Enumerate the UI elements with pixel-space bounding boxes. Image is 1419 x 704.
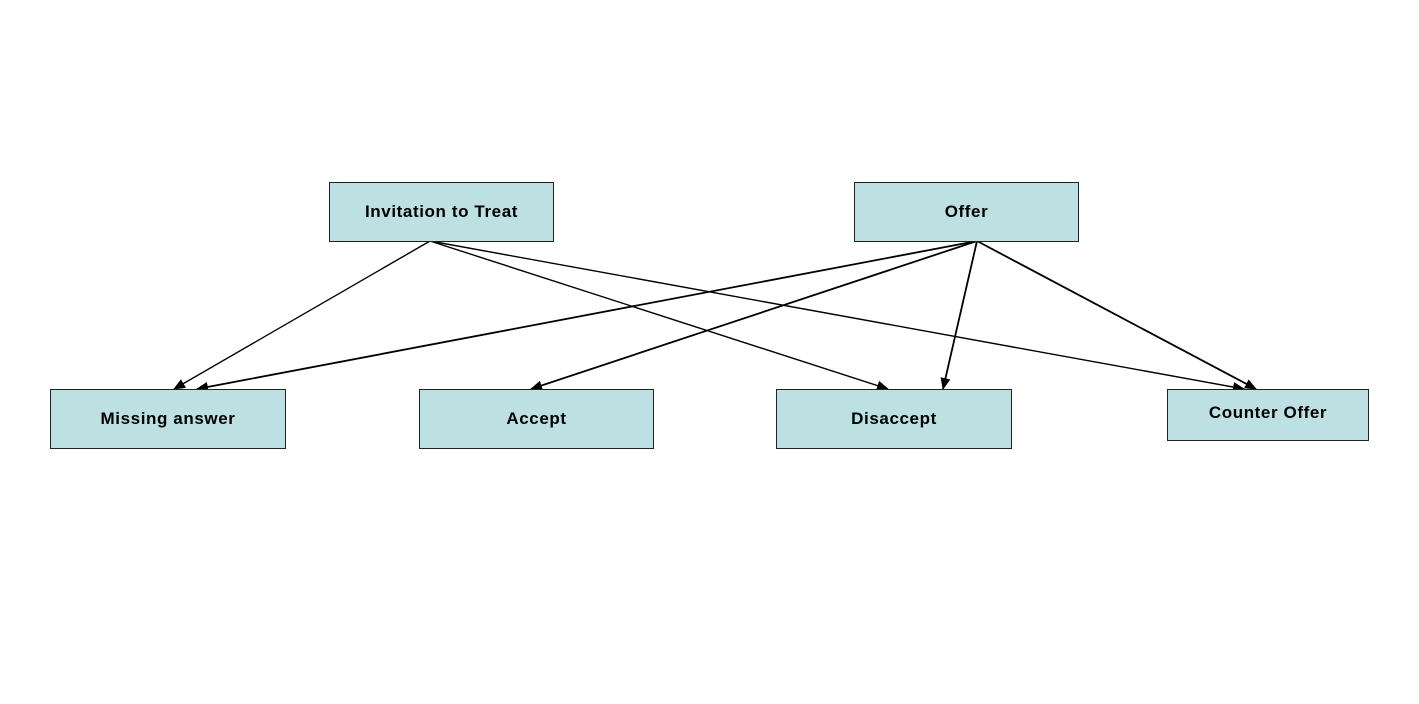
edge-offer-to-accept	[530, 240, 978, 391]
edge-offer-to-missing-answer	[196, 240, 978, 392]
node-label: Accept	[506, 409, 567, 428]
node-label: Counter Offer	[1208, 403, 1328, 422]
node-accept: Accept	[419, 389, 654, 449]
node-disaccept: Disaccept	[776, 389, 1012, 449]
node-counter-offer: Counter Offer	[1167, 389, 1369, 441]
node-offer: Offer	[854, 182, 1079, 242]
node-label: Disaccept	[851, 409, 937, 428]
edge-offer-to-disaccept	[940, 240, 978, 390]
node-missing-answer: Missing answer	[50, 389, 286, 449]
edge-invitation-to-treat-to-missing-answer	[173, 240, 431, 390]
edge-invitation-to-treat-to-disaccept	[429, 240, 889, 391]
node-invitation-to-treat: Invitation to Treat	[329, 182, 554, 242]
edge-offer-to-counter-offer	[976, 240, 1257, 390]
node-label: Offer	[944, 202, 989, 221]
edge-invitation-to-treat-to-counter-offer	[429, 240, 1245, 392]
node-label: Invitation to Treat	[364, 202, 519, 221]
node-label: Missing answer	[100, 409, 236, 428]
